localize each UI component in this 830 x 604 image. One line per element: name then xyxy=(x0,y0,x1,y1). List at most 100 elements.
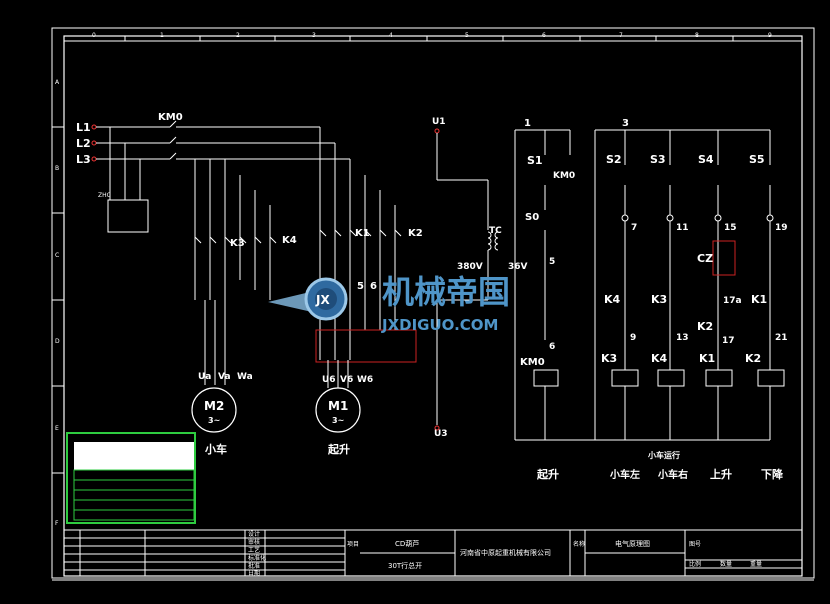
m1-terminal-u6: U6 xyxy=(322,375,336,385)
tb-label-4: 批准 xyxy=(248,562,260,570)
row-marker-a: A xyxy=(55,79,60,86)
label-zhc: ZHC xyxy=(98,192,111,199)
col-marker-7: 7 xyxy=(619,32,623,39)
label-node-7: 7 xyxy=(631,223,637,233)
col-marker-6: 6 xyxy=(542,32,546,39)
m1-label: 起升 xyxy=(327,442,350,456)
label-k4-power: K4 xyxy=(282,235,297,246)
label-k4-interlock: K4 xyxy=(604,293,621,306)
m1-phase: 3~ xyxy=(332,416,344,425)
tb-right-1: 数量 xyxy=(720,560,732,568)
label-node-17: 17 xyxy=(722,336,735,346)
label-380v: 380V xyxy=(457,262,483,272)
m1-name: M1 xyxy=(328,399,348,413)
coil-k4 xyxy=(657,369,685,387)
label-dir-hoist: 起升 xyxy=(536,467,559,481)
m2-terminal-ua: Ua xyxy=(198,372,211,382)
label-km0-contact: KM0 xyxy=(553,171,575,181)
col-marker-4: 4 xyxy=(389,32,393,39)
label-ctrl-5: 5 xyxy=(549,257,555,267)
label-dir-up: 上升 xyxy=(710,467,732,481)
label-node-15: 15 xyxy=(724,223,737,233)
row-marker-e: E xyxy=(55,425,59,432)
label-node-17a: 17a xyxy=(723,296,742,306)
supply-lines: L1 L2 L3 KM0 ZHC xyxy=(76,112,350,233)
watermark-logo: JX xyxy=(315,293,330,307)
control-circuit: U1 TC 380V 36V U3 1 3 S1 KM0 S0 5 6 KM0 … xyxy=(432,117,788,481)
tb-label-2: 工艺 xyxy=(248,546,260,554)
label-ctrl-6: 6 xyxy=(549,342,555,352)
label-s2: S2 xyxy=(606,153,622,166)
row-marker-b: B xyxy=(55,165,59,172)
tb-item-label: 项目 xyxy=(347,541,359,548)
row-marker-d: D xyxy=(55,338,60,345)
tb-right-2: 重量 xyxy=(750,560,762,568)
label-node-19: 19 xyxy=(775,223,788,233)
tb-num-label: 图号 xyxy=(689,541,701,548)
label-dir-down: 下降 xyxy=(761,467,784,481)
label-k3-coil-ref: K3 xyxy=(601,352,617,365)
m2-phase: 3~ xyxy=(208,416,220,425)
tb-label-3: 标准化 xyxy=(248,554,266,562)
tb-product-2: 30T行总开 xyxy=(388,561,422,570)
label-k3-power: K3 xyxy=(230,238,245,249)
motor-m1: U6 V6 W6 M1 3~ 起升 xyxy=(315,360,373,456)
label-s0: S0 xyxy=(525,212,539,223)
label-l2: L2 xyxy=(76,137,91,150)
label-5-power: 5 xyxy=(357,281,364,292)
label-node-21: 21 xyxy=(775,333,788,343)
m2-terminal-wa: Wa xyxy=(237,372,253,382)
label-6-power: 6 xyxy=(370,281,377,292)
coil-k1 xyxy=(705,369,733,387)
label-36v: 36V xyxy=(508,262,528,272)
motor-m1-symbol xyxy=(315,387,361,433)
label-node-9: 9 xyxy=(630,333,636,343)
label-l3: L3 xyxy=(76,153,91,166)
label-k3-interlock: K3 xyxy=(651,293,667,306)
coil-k2 xyxy=(757,369,785,387)
m2-name: M2 xyxy=(204,399,224,413)
label-trolley-group: 小车运行 xyxy=(647,450,680,460)
col-marker-3: 3 xyxy=(312,32,316,39)
label-km0-main: KM0 xyxy=(158,112,183,123)
col-marker-5: 5 xyxy=(465,32,469,39)
col-marker-0: 0 xyxy=(92,32,96,39)
coil-k3 xyxy=(611,369,639,387)
m2-label: 小车 xyxy=(204,442,227,456)
tb-label-1: 审核 xyxy=(248,538,260,546)
label-u3: U3 xyxy=(434,429,448,439)
label-node-1: 1 xyxy=(524,118,531,129)
tb-label-5: 日期 xyxy=(248,569,260,577)
label-node-3: 3 xyxy=(622,118,629,129)
coil-km0 xyxy=(533,369,559,387)
col-marker-8: 8 xyxy=(695,32,699,39)
tb-product-1: CD葫芦 xyxy=(395,539,419,548)
label-k2-interlock: K2 xyxy=(697,320,713,333)
label-k1-coil-ref: K1 xyxy=(699,352,715,365)
m1-terminal-v6: V6 xyxy=(340,375,353,385)
tb-drawing-label: 名称 xyxy=(573,540,585,548)
label-k1-power: K1 xyxy=(355,228,370,239)
label-km0-ref: KM0 xyxy=(520,357,545,368)
power-section: K3 K4 K1 K2 5 6 xyxy=(194,127,423,363)
label-s1: S1 xyxy=(527,154,543,167)
col-marker-1: 1 xyxy=(160,32,164,39)
watermark-en: JXDIGUO.COM xyxy=(381,316,498,334)
col-marker-9: 9 xyxy=(768,32,772,39)
label-node-13: 13 xyxy=(676,333,689,343)
label-dir-right: 小车右 xyxy=(657,468,688,481)
label-s3: S3 xyxy=(650,153,666,166)
label-k2-coil-ref: K2 xyxy=(745,352,761,365)
m1-terminal-w6: W6 xyxy=(357,375,373,385)
label-k4-coil-ref: K4 xyxy=(651,352,668,365)
label-cz: CZ xyxy=(697,252,713,265)
label-k2-power: K2 xyxy=(408,228,423,239)
label-tc: TC xyxy=(489,226,502,236)
label-u1: U1 xyxy=(432,117,446,127)
row-marker-c: C xyxy=(55,252,59,259)
row-marker-f: F xyxy=(55,520,59,527)
label-node-11: 11 xyxy=(676,223,689,233)
label-k1-interlock: K1 xyxy=(751,293,767,306)
